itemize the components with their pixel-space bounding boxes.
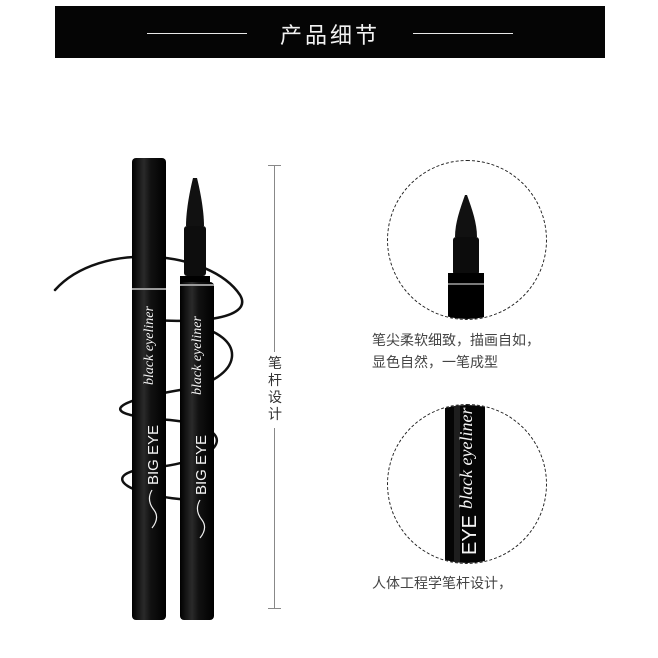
detail-barrel-caption: 人体工程学笔杆设计， [372, 576, 512, 592]
detail-tip-caption: 笔尖柔软细致，描画自如， 显色自然，一笔成型 [372, 333, 540, 371]
pen-2-brand: BIG EYE [193, 435, 210, 495]
detail-circle-barrel: EYE black eyeliner [387, 404, 547, 564]
pen-tip-icon [448, 195, 484, 319]
detail-circle-tip [387, 160, 547, 320]
header-rule-left [147, 33, 247, 34]
section-header: 产品细节 [55, 6, 605, 58]
barrel-brand-text: EYE [459, 515, 481, 555]
header-rule-right [413, 33, 513, 34]
pen-capped-icon: BIG EYE black eyeliner [132, 158, 166, 620]
eyeliner-pens-image: BIG EYE black eyeliner BIG EYE black eye… [53, 158, 244, 620]
pen-1-brand: BIG EYE [145, 425, 162, 485]
section-title: 产品细节 [279, 24, 380, 49]
dimension-cap-bottom [268, 608, 281, 609]
pen-1-script: black eyeliner [142, 306, 157, 385]
barrel-script-text: black eyeliner [456, 407, 476, 509]
pen-open-icon: BIG EYE black eyeliner [180, 178, 214, 620]
pen-2-script: black eyeliner [190, 316, 205, 395]
pen-barrel-icon: EYE black eyeliner [445, 405, 485, 563]
dimension-label: 笔 杆 设 计 [264, 352, 286, 428]
